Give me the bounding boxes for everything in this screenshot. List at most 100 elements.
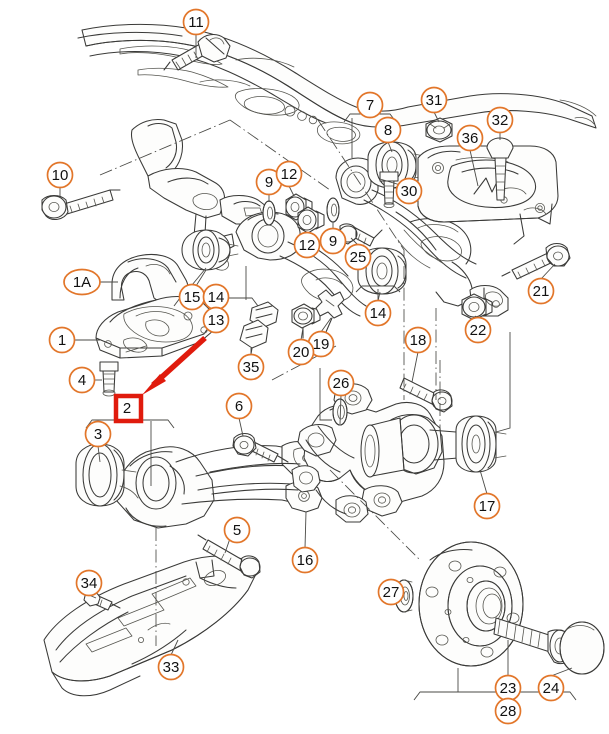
callout-11[interactable]: 11 (182, 8, 210, 36)
callout-32[interactable]: 32 (486, 106, 514, 134)
callout-label: 3 (94, 426, 102, 443)
callout-14[interactable]: 14 (364, 299, 392, 327)
callout-label: 14 (370, 305, 387, 322)
clip-bracket-35 (239, 301, 279, 361)
callout-2[interactable]: 2 (115, 396, 139, 420)
callout-30[interactable]: 30 (395, 177, 423, 205)
leader-6 (238, 417, 244, 437)
callout-label: 1 (58, 332, 66, 349)
callout-28[interactable]: 28 (494, 697, 522, 725)
centreline-left (99, 119, 231, 176)
callout-shape (364, 299, 392, 327)
callout-36[interactable]: 36 (456, 124, 484, 152)
callout-34[interactable]: 34 (75, 569, 103, 597)
callout-12[interactable]: 12 (293, 231, 321, 259)
callout-shape (377, 578, 405, 606)
callout-label: 22 (470, 322, 487, 339)
callout-label: 33 (163, 659, 180, 676)
leader-3 (97, 445, 101, 463)
callout-shape (473, 492, 501, 520)
callout-27[interactable]: 27 (377, 578, 405, 606)
leader-17-bracket (495, 332, 511, 433)
callout-16[interactable]: 16 (291, 546, 319, 574)
callout-label: 18 (410, 332, 427, 349)
callout-shape (275, 160, 303, 188)
callout-18[interactable]: 18 (404, 326, 432, 354)
callout-shape (537, 674, 565, 702)
nut-31 (425, 117, 453, 143)
callout-17[interactable]: 17 (473, 492, 501, 520)
leader-26 (339, 394, 342, 425)
callout-3[interactable]: 3 (84, 420, 112, 448)
bolt-10 (41, 189, 121, 221)
callout-6[interactable]: 6 (225, 392, 253, 420)
leader-12a (288, 185, 295, 197)
upper-mount-plate-36 (417, 145, 559, 245)
callout-label: 20 (293, 344, 310, 361)
highlight-arrow-head (142, 374, 166, 395)
callout-shape (115, 396, 139, 420)
callout-label: 4 (78, 372, 86, 389)
callout-shape (63, 268, 101, 296)
callout-22[interactable]: 22 (464, 316, 492, 344)
leader-21 (540, 263, 556, 280)
bolt-30 (379, 171, 399, 208)
callout-shape (48, 326, 76, 354)
callout-label: 10 (52, 167, 69, 184)
callout-label: 2 (123, 400, 131, 417)
leader-26-bracket (319, 368, 332, 421)
callout-shape (395, 177, 423, 205)
callout-31[interactable]: 31 (420, 86, 448, 114)
callout-shape (420, 86, 448, 114)
callout-20[interactable]: 20 (287, 338, 315, 366)
callout-23[interactable]: 23 (494, 674, 522, 702)
callout-1[interactable]: 1 (48, 326, 76, 354)
callout-19[interactable]: 19 (307, 330, 335, 358)
callout-9[interactable]: 9 (319, 227, 347, 255)
upper-control-link-13 (235, 211, 367, 317)
callout-label: 7 (366, 97, 374, 114)
centreline-diagonal (317, 119, 405, 400)
callout-10[interactable]: 10 (46, 161, 74, 189)
bolt-4 (99, 361, 119, 397)
callout-24[interactable]: 24 (537, 674, 565, 702)
callout-8[interactable]: 8 (374, 116, 402, 144)
leader-36 (469, 149, 479, 187)
callout-15[interactable]: 15 (178, 283, 206, 311)
callout-shape (527, 277, 555, 305)
callout-label: 26 (333, 375, 350, 392)
callout-5[interactable]: 5 (223, 516, 251, 544)
callout-label: 21 (533, 283, 550, 300)
rear-subframe-beam (77, 23, 597, 145)
callout-shape (84, 420, 112, 448)
callout-shape (327, 369, 355, 397)
callout-13[interactable]: 13 (202, 306, 230, 334)
callout-label: 1A (73, 274, 91, 291)
callout-35[interactable]: 35 (237, 353, 265, 381)
callout-25[interactable]: 25 (344, 243, 372, 271)
leader-17 (479, 469, 488, 495)
callout-label: 11 (188, 14, 204, 31)
callout-label: 14 (208, 289, 225, 306)
callout-shape (237, 353, 265, 381)
callout-12[interactable]: 12 (275, 160, 303, 188)
callout-shape (223, 516, 251, 544)
callout-label: 12 (299, 237, 316, 254)
callout-1a[interactable]: 1A (63, 268, 101, 296)
callout-shape (319, 227, 347, 255)
callout-26[interactable]: 26 (327, 369, 355, 397)
callout-label: 30 (401, 183, 418, 200)
callout-shape (202, 306, 230, 334)
callout-label: 5 (233, 522, 241, 539)
nut-12-lower (297, 206, 325, 234)
callout-33[interactable]: 33 (157, 653, 185, 681)
callout-shape (404, 326, 432, 354)
bolt-6 (232, 432, 289, 463)
callout-label: 12 (281, 166, 298, 183)
callout-4[interactable]: 4 (68, 366, 96, 394)
callout-7[interactable]: 7 (356, 91, 384, 119)
callout-21[interactable]: 21 (527, 277, 555, 305)
